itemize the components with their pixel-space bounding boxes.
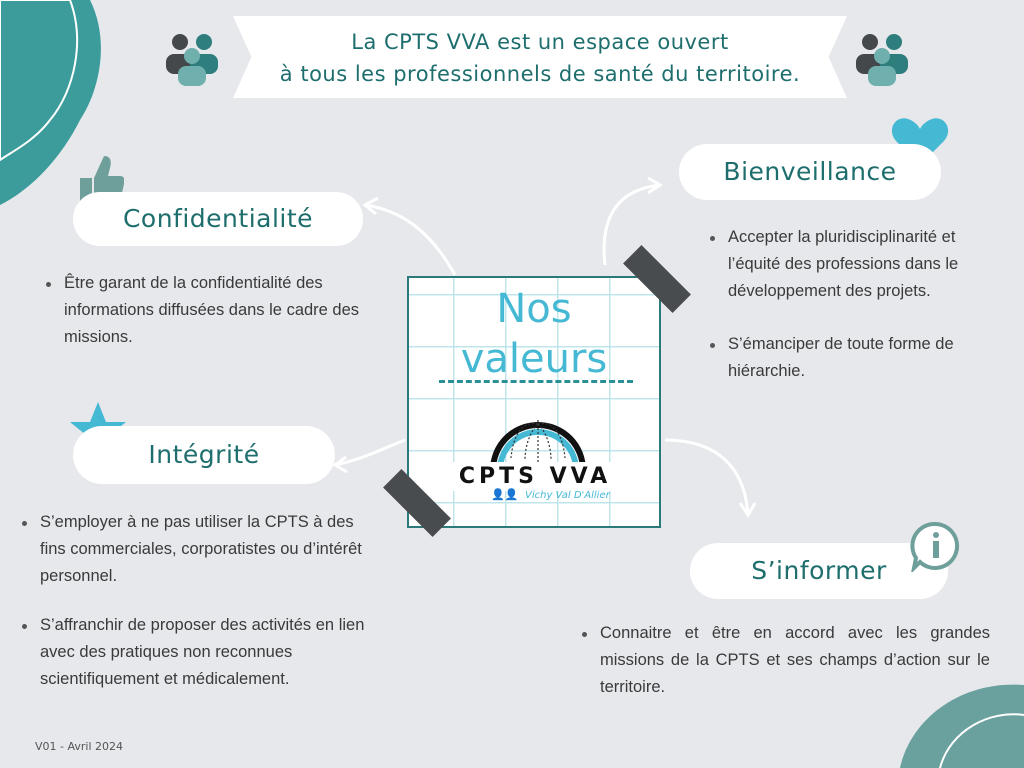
banner-line-2: à tous les professionnels de santé du te… <box>279 62 801 86</box>
informer-heading: S’informer <box>690 543 948 599</box>
card-title-line-1: Nos <box>496 286 572 332</box>
logo-tagline: Vichy Val D'Allier <box>525 490 610 501</box>
fountain-logo-icon <box>490 420 586 470</box>
bienveillance-list: Accepter la pluridisciplinarité et l’équ… <box>706 224 996 385</box>
intro-banner: La CPTS VVA est un espace ouvert à tous … <box>233 16 847 98</box>
values-card: Nos valeurs CPTS VVA Vichy Val D'Allier … <box>407 276 661 528</box>
list-item: S’émanciper de toute forme de hiérarchie… <box>706 331 996 385</box>
informer-list: Connaitre et être en accord avec les gra… <box>578 620 990 701</box>
list-item: Accepter la pluridisciplinarité et l’équ… <box>706 224 996 305</box>
confidentialite-heading: Confidentialité <box>73 192 363 246</box>
list-item: S’employer à ne pas utiliser la CPTS à d… <box>18 509 373 590</box>
people-group-icon-right <box>856 34 908 86</box>
info-bubble-icon <box>910 521 960 572</box>
list-item: Être garant de la confidentialité des in… <box>42 270 372 351</box>
decorative-blob-bottom-right <box>900 684 1024 768</box>
dashed-divider <box>439 380 633 383</box>
list-item: S’affranchir de proposer des activités e… <box>18 612 373 693</box>
card-title-line-2: valeurs <box>460 336 608 382</box>
card-title: Nos valeurs <box>409 284 659 384</box>
integrite-heading: Intégrité <box>73 426 335 484</box>
decorative-blob-top-left <box>0 0 101 205</box>
banner-line-1: La CPTS VVA est un espace ouvert <box>351 30 729 54</box>
confidentialite-list: Être garant de la confidentialité des in… <box>42 270 372 351</box>
heart-icon <box>891 118 949 165</box>
people-logo-icon: 👤👤 <box>491 488 519 501</box>
logo-name: CPTS VVA <box>435 462 635 491</box>
version-label: V01 - Avril 2024 <box>35 740 123 753</box>
people-group-icon-left <box>166 34 218 86</box>
bienveillance-heading: Bienveillance <box>679 144 941 200</box>
integrite-list: S’employer à ne pas utiliser la CPTS à d… <box>18 509 373 693</box>
list-item: Connaitre et être en accord avec les gra… <box>578 620 990 701</box>
